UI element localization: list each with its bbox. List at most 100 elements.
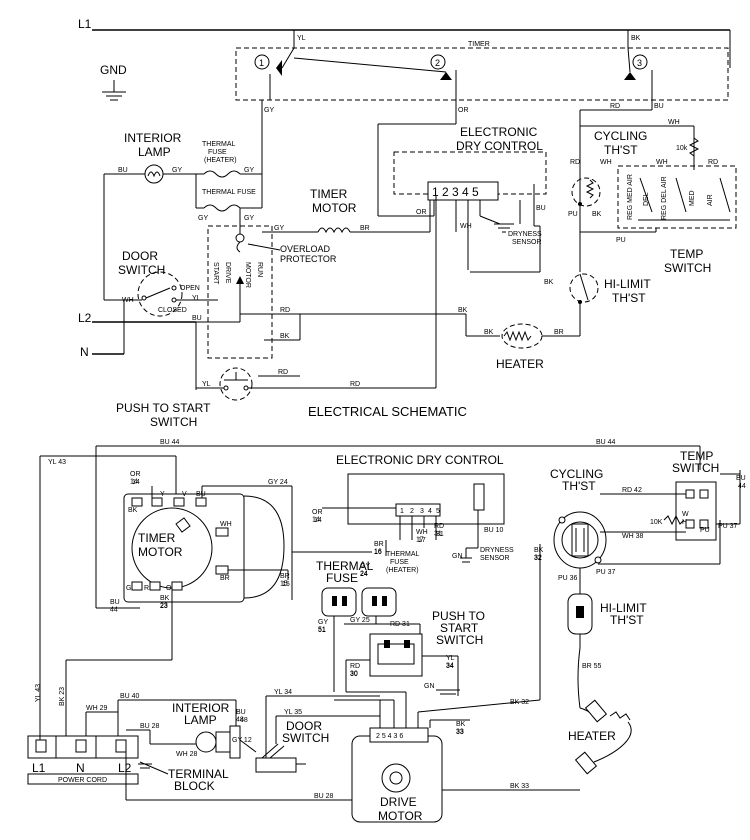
svg-text:RD: RD bbox=[570, 159, 580, 166]
svg-text:AIR: AIR bbox=[707, 194, 714, 206]
timer-contact-2: 2 bbox=[293, 54, 457, 100]
svg-text:10k: 10k bbox=[676, 145, 688, 152]
svg-text:BU: BU bbox=[196, 491, 206, 498]
svg-text:BR: BR bbox=[554, 329, 564, 336]
svg-text:(HEATER): (HEATER) bbox=[386, 567, 419, 574]
hi-limit-symbol bbox=[569, 273, 599, 304]
door-switch-label: DOOR bbox=[122, 249, 158, 263]
svg-text:BLOCK: BLOCK bbox=[174, 779, 215, 793]
svg-text:N: N bbox=[76, 761, 85, 775]
door-switch-part bbox=[255, 743, 306, 773]
svg-text:BK: BK bbox=[128, 507, 138, 514]
temp-switch-part: W H PU bbox=[675, 481, 717, 541]
temp-switch-box bbox=[617, 165, 737, 229]
svg-text:GY: GY bbox=[274, 225, 284, 232]
svg-text:RUN: RUN bbox=[256, 262, 263, 277]
svg-text:YL 34: YL 34 bbox=[274, 689, 292, 696]
svg-text:14: 14 bbox=[314, 517, 322, 524]
svg-text:BK: BK bbox=[458, 307, 468, 314]
svg-text:23: 23 bbox=[160, 603, 168, 610]
svg-text:GY 12: GY 12 bbox=[232, 737, 252, 744]
terminal-ground bbox=[138, 763, 152, 769]
svg-text:GY: GY bbox=[264, 107, 274, 114]
push-to-start-symbol bbox=[219, 367, 253, 401]
svg-text:BK: BK bbox=[484, 329, 494, 336]
svg-text:34: 34 bbox=[446, 663, 454, 670]
schematic-title: ELECTRICAL SCHEMATIC bbox=[308, 404, 467, 419]
svg-text:BU 40: BU 40 bbox=[120, 693, 140, 700]
svg-text:BK 33: BK 33 bbox=[510, 783, 529, 790]
svg-text:RD: RD bbox=[610, 103, 620, 110]
svg-text:2: 2 bbox=[435, 58, 440, 68]
svg-text:MOTOR: MOTOR bbox=[138, 545, 183, 559]
cycling-thst-label: CYCLING bbox=[594, 129, 647, 143]
cycling-thst-symbol bbox=[571, 177, 601, 207]
svg-text:BK: BK bbox=[280, 333, 290, 340]
svg-text:24: 24 bbox=[360, 571, 368, 578]
heater-label-wiring: HEATER bbox=[568, 729, 616, 743]
push-to-start-label-wiring: PUSH TO bbox=[432, 609, 485, 623]
svg-text:L2: L2 bbox=[118, 761, 132, 775]
svg-text:RD 42: RD 42 bbox=[622, 487, 642, 494]
svg-text:REG MED AIR: REG MED AIR bbox=[627, 174, 634, 220]
svg-text:WH: WH bbox=[460, 223, 472, 230]
timer-motor-label-wiring: TIMER bbox=[138, 531, 176, 545]
timer-box bbox=[235, 47, 729, 101]
svg-text:START: START bbox=[440, 621, 479, 635]
svg-text:RD: RD bbox=[280, 307, 290, 314]
svg-text:PU 37: PU 37 bbox=[596, 569, 616, 576]
terminal-block bbox=[27, 735, 139, 759]
svg-text:DRIVE: DRIVE bbox=[224, 262, 231, 284]
svg-text:3: 3 bbox=[637, 58, 642, 68]
svg-text:SWITCH: SWITCH bbox=[672, 461, 719, 475]
svg-text:SENSOR: SENSOR bbox=[480, 555, 510, 562]
thermal-fuse-heater-symbol bbox=[203, 170, 241, 178]
svg-text:YL 43: YL 43 bbox=[35, 684, 42, 702]
svg-text:V: V bbox=[182, 491, 187, 498]
svg-text:BR: BR bbox=[220, 575, 230, 582]
hi-limit-label: HI-LIMIT bbox=[604, 277, 651, 291]
svg-text:TH'ST: TH'ST bbox=[604, 143, 638, 157]
svg-text:BK: BK bbox=[592, 211, 602, 218]
resistor-10k: 10k bbox=[676, 137, 700, 157]
svg-text:Y: Y bbox=[160, 491, 165, 498]
svg-text:BU: BU bbox=[736, 475, 746, 482]
svg-text:BK: BK bbox=[544, 279, 554, 286]
svg-text:RD: RD bbox=[350, 381, 360, 388]
svg-text:31: 31 bbox=[436, 531, 444, 538]
svg-text:LAMP: LAMP bbox=[184, 713, 217, 727]
svg-text:DRYNESS: DRYNESS bbox=[508, 231, 542, 238]
temp-switch-label-wiring: TEMP bbox=[680, 449, 713, 463]
svg-text:PU 36: PU 36 bbox=[558, 575, 578, 582]
svg-text:BU: BU bbox=[654, 103, 664, 110]
interior-lamp-label-wiring: INTERIOR bbox=[172, 701, 230, 715]
svg-text:5: 5 bbox=[436, 508, 440, 515]
svg-text:FUSE: FUSE bbox=[390, 559, 409, 566]
svg-text:10K: 10K bbox=[650, 519, 663, 526]
edc-label-wiring: ELECTRONIC DRY CONTROL bbox=[336, 453, 504, 467]
thermal-fuse-heater-part bbox=[361, 587, 397, 617]
gnd-label: GND bbox=[100, 63, 127, 77]
svg-text:PU 37: PU 37 bbox=[718, 523, 738, 530]
timer-label: TIMER bbox=[468, 41, 490, 48]
svg-text:W: W bbox=[682, 511, 689, 518]
svg-text:OVERLOAD: OVERLOAD bbox=[280, 244, 331, 254]
svg-text:WH 28: WH 28 bbox=[176, 751, 198, 758]
drive-motor-label: DRIVE bbox=[380, 795, 417, 809]
svg-text:MED: MED bbox=[689, 190, 696, 206]
svg-text:RD: RD bbox=[278, 369, 288, 376]
svg-text:TH'ST: TH'ST bbox=[562, 479, 596, 493]
svg-text:TH'ST: TH'ST bbox=[612, 291, 646, 305]
drive-motor-part: 2 5 4 3 6 bbox=[351, 727, 443, 823]
svg-text:15: 15 bbox=[282, 581, 290, 588]
svg-text:PU: PU bbox=[700, 527, 710, 534]
